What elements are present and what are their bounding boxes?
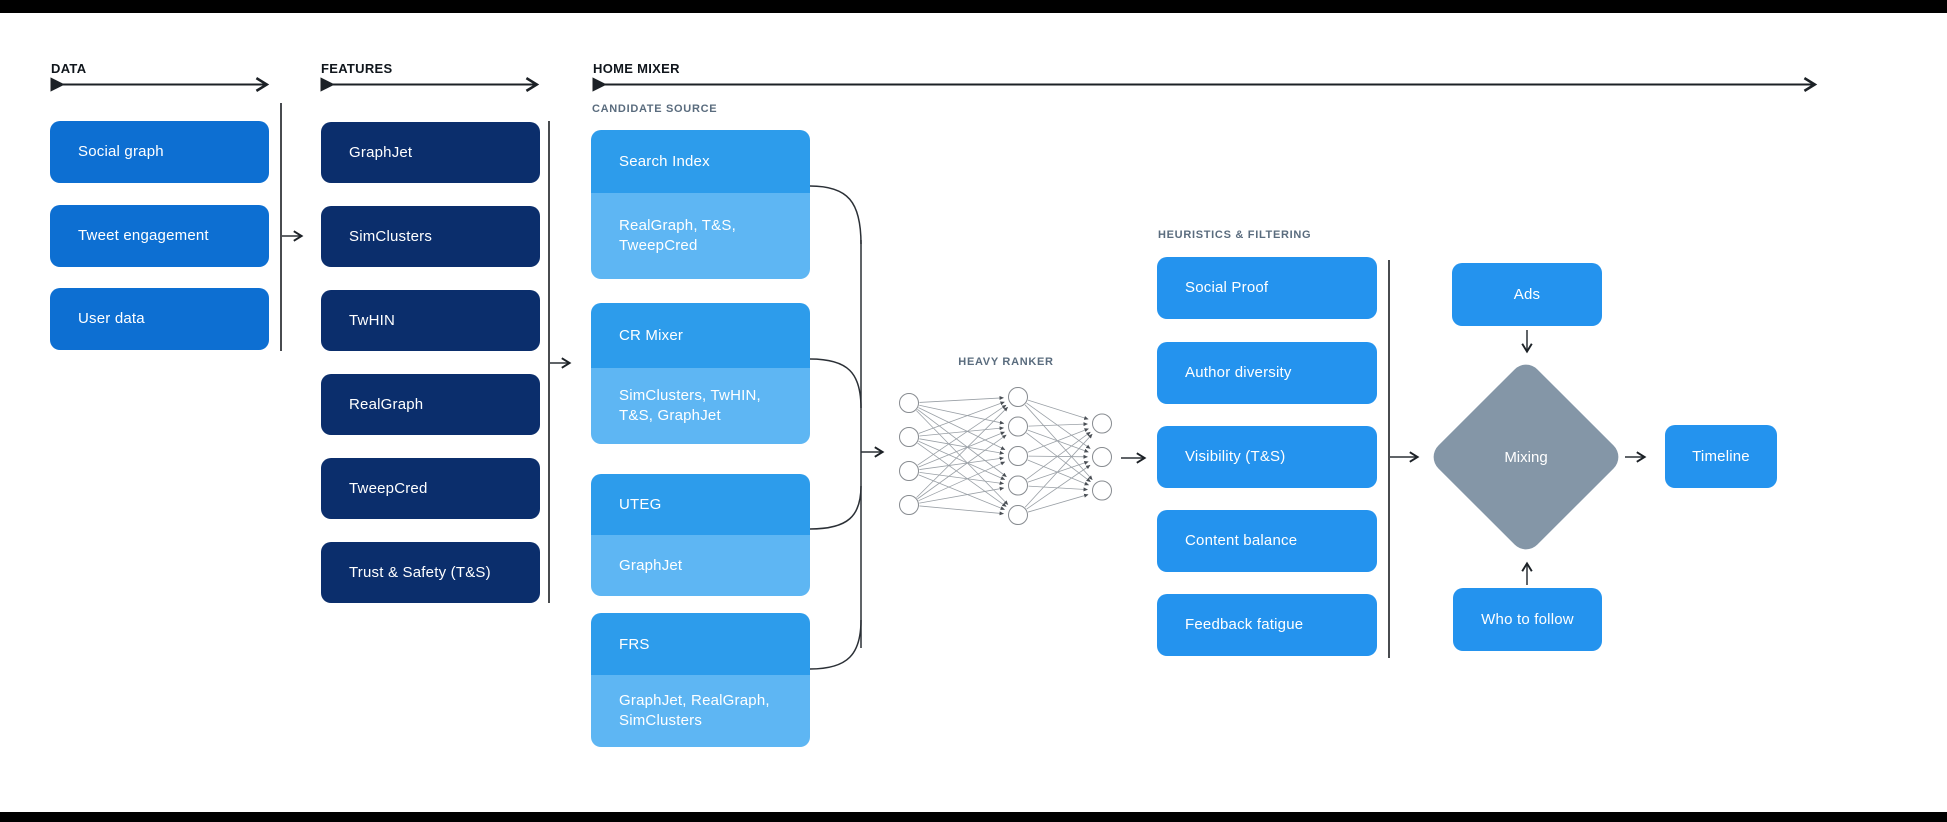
section-header-data: DATA bbox=[51, 61, 87, 76]
candidate-box-cr-mixer: CR Mixer SimClusters, TwHIN, T&S, GraphJ… bbox=[591, 303, 810, 444]
section-header-features: FEATURES bbox=[321, 61, 393, 76]
box-label: Search Index bbox=[619, 153, 710, 170]
filter-box-visibility: Visibility (T&S) bbox=[1157, 426, 1377, 488]
box-label: Tweet engagement bbox=[78, 227, 209, 244]
ads-box: Ads bbox=[1452, 263, 1602, 326]
box-label: GraphJet bbox=[349, 143, 413, 161]
box-label: CR Mixer bbox=[619, 327, 684, 344]
candidate-uses: SimClusters, TwHIN, T&S, GraphJet bbox=[591, 368, 810, 444]
box-label: SimClusters, TwHIN, T&S, GraphJet bbox=[619, 387, 761, 424]
feature-box-realgraph: RealGraph bbox=[321, 374, 540, 435]
candidate-uses: GraphJet bbox=[591, 535, 810, 596]
box-label: User data bbox=[78, 310, 145, 327]
who-to-follow-box: Who to follow bbox=[1453, 588, 1602, 651]
box-label: UTEG bbox=[619, 496, 662, 513]
curve-search-index bbox=[809, 185, 862, 245]
box-label: RealGraph bbox=[349, 395, 424, 413]
feature-box-tweepcred: TweepCred bbox=[321, 458, 540, 519]
data-box-social-graph: Social graph bbox=[50, 121, 269, 183]
candidate-header: UTEG bbox=[591, 474, 810, 535]
feature-box-graphjet: GraphJet bbox=[321, 122, 540, 183]
box-label: Content balance bbox=[1185, 532, 1298, 549]
data-box-tweet-engagement: Tweet engagement bbox=[50, 205, 269, 267]
candidate-source-label: CANDIDATE SOURCE bbox=[592, 103, 718, 115]
box-label: GraphJet bbox=[619, 556, 683, 574]
box-label: Ads bbox=[1513, 285, 1541, 303]
candidate-header: FRS bbox=[591, 613, 810, 675]
box-label: FRS bbox=[619, 635, 650, 653]
feature-box-simclusters: SimClusters bbox=[321, 206, 540, 267]
data-box-user-data: User data bbox=[50, 288, 269, 350]
filter-box-feedback-fatigue: Feedback fatigue bbox=[1157, 594, 1377, 656]
feature-box-twhin: TwHIN bbox=[321, 290, 540, 351]
box-label: Visibility (T&S) bbox=[1185, 448, 1286, 465]
curve-frs bbox=[809, 619, 862, 670]
filter-box-social-proof: Social Proof bbox=[1157, 257, 1377, 319]
candidate-box-frs: FRS GraphJet, RealGraph, SimClusters bbox=[591, 613, 810, 747]
timeline-box: Timeline bbox=[1665, 425, 1777, 488]
box-label: Mixing bbox=[1504, 448, 1548, 466]
box-label: Social Proof bbox=[1185, 279, 1269, 296]
section-header-home-mixer: HOME MIXER bbox=[593, 61, 680, 76]
box-label: Who to follow bbox=[1481, 610, 1574, 628]
curve-cr-mixer bbox=[809, 358, 862, 409]
box-label: Timeline bbox=[1692, 447, 1750, 465]
candidate-box-search-index: Search Index RealGraph, T&S, TweepCred bbox=[591, 130, 810, 279]
curve-uteg bbox=[809, 485, 862, 530]
box-label: Trust & Safety (T&S) bbox=[349, 563, 491, 581]
box-label: Social graph bbox=[78, 143, 164, 160]
mixing-diamond: Mixing bbox=[1427, 358, 1625, 556]
filter-box-content-balance: Content balance bbox=[1157, 510, 1377, 572]
bottom-black-bar bbox=[0, 812, 1947, 822]
candidate-uses: GraphJet, RealGraph, SimClusters bbox=[591, 675, 810, 747]
heuristics-label: HEURISTICS & FILTERING bbox=[1158, 229, 1312, 241]
top-black-bar bbox=[0, 0, 1947, 13]
candidate-header: Search Index bbox=[591, 130, 810, 193]
candidate-uses: RealGraph, T&S, TweepCred bbox=[591, 193, 810, 279]
box-label: SimClusters bbox=[349, 227, 433, 245]
candidate-header: CR Mixer bbox=[591, 303, 810, 368]
candidate-box-uteg: UTEG GraphJet bbox=[591, 474, 810, 596]
heavy-ranker-network bbox=[899, 387, 1112, 525]
filter-box-author-diversity: Author diversity bbox=[1157, 342, 1377, 404]
box-label: TwHIN bbox=[349, 311, 395, 329]
box-label: RealGraph, T&S, TweepCred bbox=[619, 217, 736, 254]
box-label: TweepCred bbox=[349, 479, 428, 497]
feature-box-trust-safety: Trust & Safety (T&S) bbox=[321, 542, 540, 603]
box-label: Feedback fatigue bbox=[1185, 616, 1304, 633]
box-label: Author diversity bbox=[1185, 364, 1292, 381]
heavy-ranker-label: HEAVY RANKER bbox=[958, 356, 1054, 368]
box-label: GraphJet, RealGraph, SimClusters bbox=[619, 692, 770, 729]
